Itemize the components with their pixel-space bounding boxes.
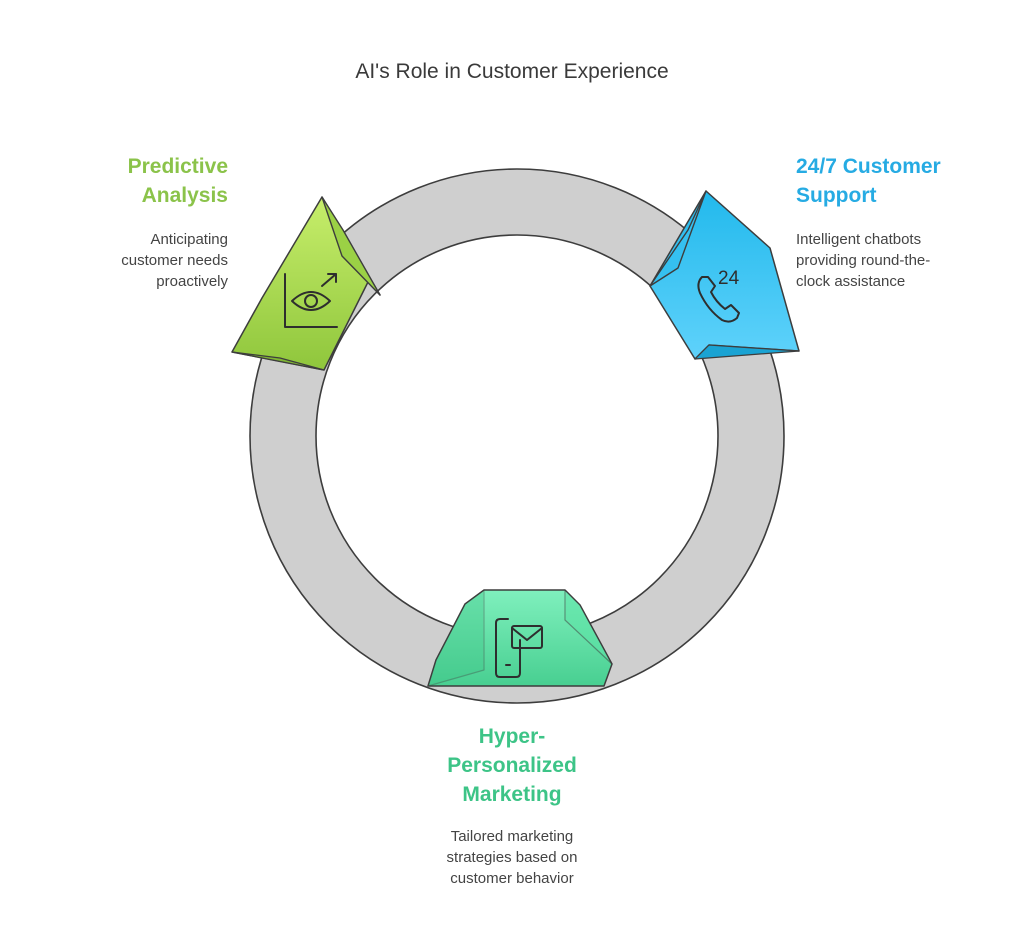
heading-line: Support <box>796 184 877 207</box>
hyper-personalized-marketing-description: Tailored marketing strategies based on c… <box>412 826 612 889</box>
predictive-segment[interactable] <box>231 196 381 371</box>
predictive-analysis-heading: Predictive Analysis <box>28 152 228 210</box>
description-line: Intelligent chatbots <box>796 231 922 248</box>
description-line: customer needs <box>121 252 228 269</box>
description-line: strategies based on <box>446 849 578 866</box>
description-line: providing round-the- <box>796 252 931 269</box>
heading-line: Predictive <box>127 155 228 178</box>
heading-line: Marketing <box>462 783 562 806</box>
description-line: proactively <box>156 273 228 290</box>
description-line: Anticipating <box>150 231 228 248</box>
heading-line: 24/7 Customer <box>796 155 941 178</box>
phone-24-icon: 24 <box>697 268 740 323</box>
predictive-analysis-description: Anticipating customer needs proactively <box>28 229 228 292</box>
customer-support-description: Intelligent chatbots providing round-the… <box>796 229 1016 292</box>
phone-24-label: 24 <box>718 268 740 289</box>
heading-line: Hyper- <box>478 725 546 748</box>
customer-support-heading: 24/7 Customer Support <box>796 152 1016 210</box>
eye-chart-icon <box>284 273 338 328</box>
description-line: clock assistance <box>796 273 906 290</box>
heading-line: Personalized <box>447 754 577 777</box>
description-line: Tailored marketing <box>450 828 574 845</box>
description-line: customer behavior <box>450 870 574 887</box>
support-segment[interactable]: 24 <box>649 190 800 360</box>
diagram-title: AI's Role in Customer Experience <box>355 60 669 83</box>
marketing-segment[interactable] <box>427 589 613 687</box>
hyper-personalized-marketing-heading: Hyper- Personalized Marketing <box>412 722 612 809</box>
mobile-mail-icon <box>495 618 543 678</box>
heading-line: Analysis <box>141 184 228 207</box>
